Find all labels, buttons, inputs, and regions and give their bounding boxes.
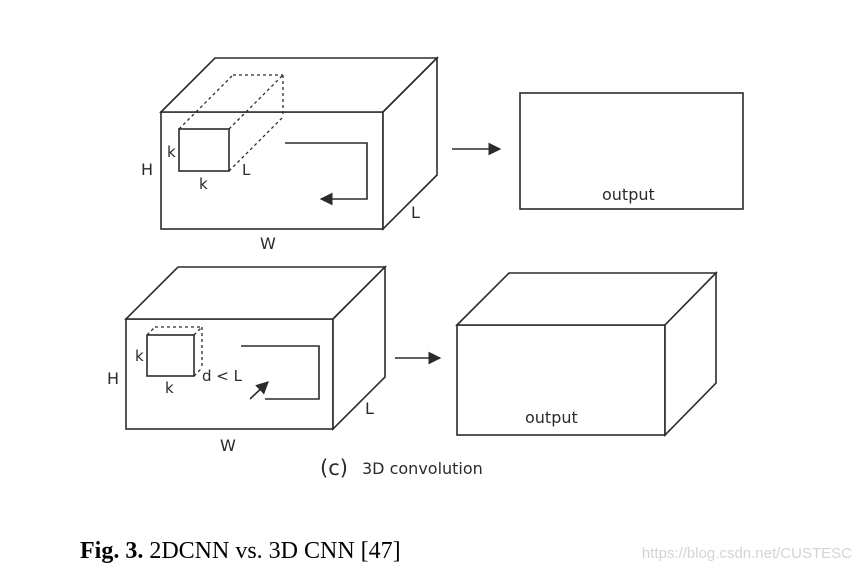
top-depth-label: L bbox=[411, 203, 420, 222]
top-volume-right-face bbox=[382, 56, 438, 231]
bottom-kernel-depth-label: d < L bbox=[202, 367, 243, 385]
figure-caption-prefix: Fig. 3. bbox=[80, 538, 144, 564]
top-kernel-cuboid bbox=[178, 74, 284, 172]
top-width-label: W bbox=[260, 234, 276, 253]
subcaption-text: 3D convolution bbox=[362, 459, 483, 478]
top-kernel-square bbox=[178, 128, 230, 172]
bottom-sliding-path bbox=[241, 345, 320, 400]
watermark: https://blog.csdn.net/CUSTESC bbox=[641, 545, 852, 562]
bottom-output-right-face bbox=[664, 271, 717, 437]
top-sliding-arrow bbox=[285, 142, 368, 206]
subcaption-letter: (c) bbox=[320, 456, 348, 480]
bottom-volume-right-face bbox=[332, 265, 386, 431]
bottom-sliding-arrow bbox=[249, 381, 269, 400]
figure-caption-text: 2DCNN vs. 3D CNN [47] bbox=[149, 538, 401, 564]
top-output-label: output bbox=[602, 185, 655, 204]
top-kernel-side-label: k bbox=[167, 143, 176, 161]
figure-caption: Fig. 3. 2DCNN vs. 3D CNN [47] bbox=[80, 538, 401, 565]
top-input-volume bbox=[159, 56, 439, 231]
bottom-width-label: W bbox=[220, 436, 236, 455]
bottom-kernel-bottom-label: k bbox=[165, 379, 174, 397]
top-output-rectangle bbox=[519, 92, 744, 210]
top-kernel-depth-label: L bbox=[242, 161, 251, 179]
bottom-output-label: output bbox=[525, 408, 578, 427]
bottom-kernel-square bbox=[146, 334, 195, 377]
top-height-label: H bbox=[141, 160, 153, 179]
bottom-kernel-side-label: k bbox=[135, 347, 144, 365]
bottom-input-volume bbox=[124, 265, 387, 431]
bottom-output-volume bbox=[455, 271, 718, 437]
top-kernel-bottom-label: k bbox=[199, 175, 208, 193]
bottom-height-label: H bbox=[107, 369, 119, 388]
bottom-kernel-cuboid bbox=[146, 326, 203, 377]
bottom-depth-label: L bbox=[365, 399, 374, 418]
